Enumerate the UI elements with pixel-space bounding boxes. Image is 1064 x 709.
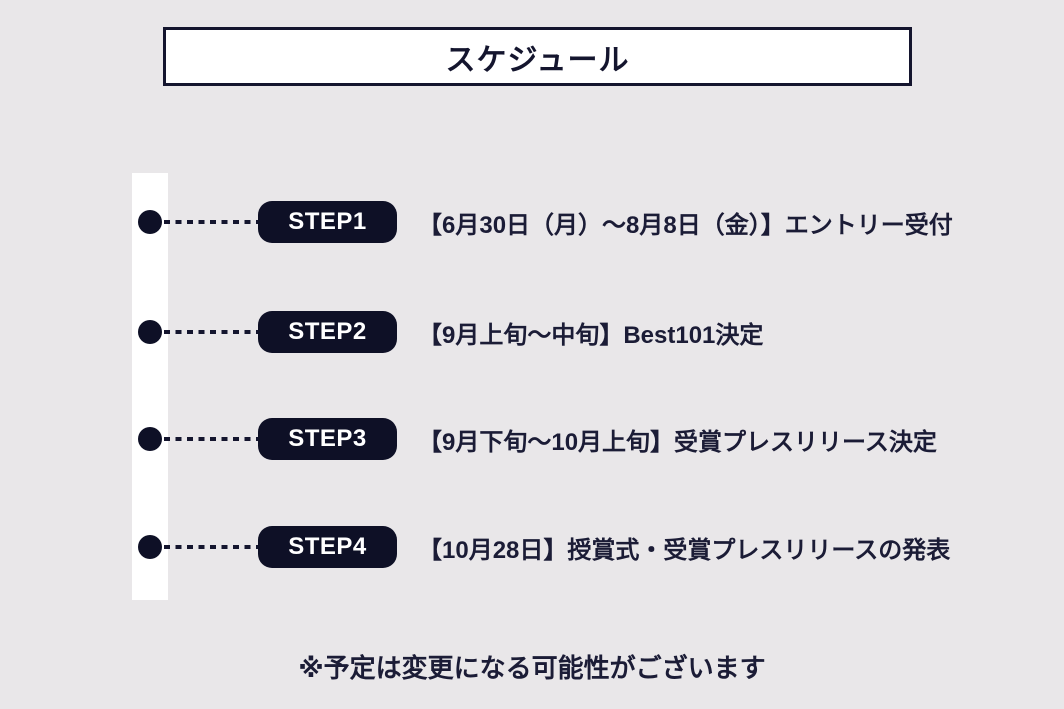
step-badge: STEP3	[258, 418, 397, 460]
step-dashed-connector	[164, 545, 258, 549]
step-badge: STEP1	[258, 201, 397, 243]
step-dashed-connector	[164, 330, 258, 334]
step-row-3: STEP3 【9月下旬〜10月上旬】受賞プレスリリース決定	[138, 418, 937, 460]
step-dashed-connector	[164, 220, 258, 224]
step-description: 【9月上旬〜中旬】Best101決定	[418, 321, 764, 349]
schedule-title: スケジュール	[445, 43, 630, 77]
step-description: 【6月30日（月）〜8月8日（金）】エントリー受付	[418, 211, 953, 239]
step-badge: STEP2	[258, 311, 397, 353]
schedule-title-box: スケジュール	[163, 27, 912, 86]
step-bullet-icon	[138, 210, 162, 234]
timeline-track	[132, 173, 168, 600]
schedule-note: ※予定は変更になる可能性がございます	[298, 653, 766, 683]
step-dashed-connector	[164, 437, 258, 441]
step-badge: STEP4	[258, 526, 397, 568]
step-row-1: STEP1 【6月30日（月）〜8月8日（金）】エントリー受付	[138, 201, 953, 243]
step-bullet-icon	[138, 535, 162, 559]
step-description: 【9月下旬〜10月上旬】受賞プレスリリース決定	[418, 428, 937, 456]
step-bullet-icon	[138, 427, 162, 451]
step-bullet-icon	[138, 320, 162, 344]
step-row-2: STEP2 【9月上旬〜中旬】Best101決定	[138, 311, 763, 353]
step-description: 【10月28日】授賞式・受賞プレスリリースの発表	[418, 536, 951, 564]
step-row-4: STEP4 【10月28日】授賞式・受賞プレスリリースの発表	[138, 526, 950, 568]
